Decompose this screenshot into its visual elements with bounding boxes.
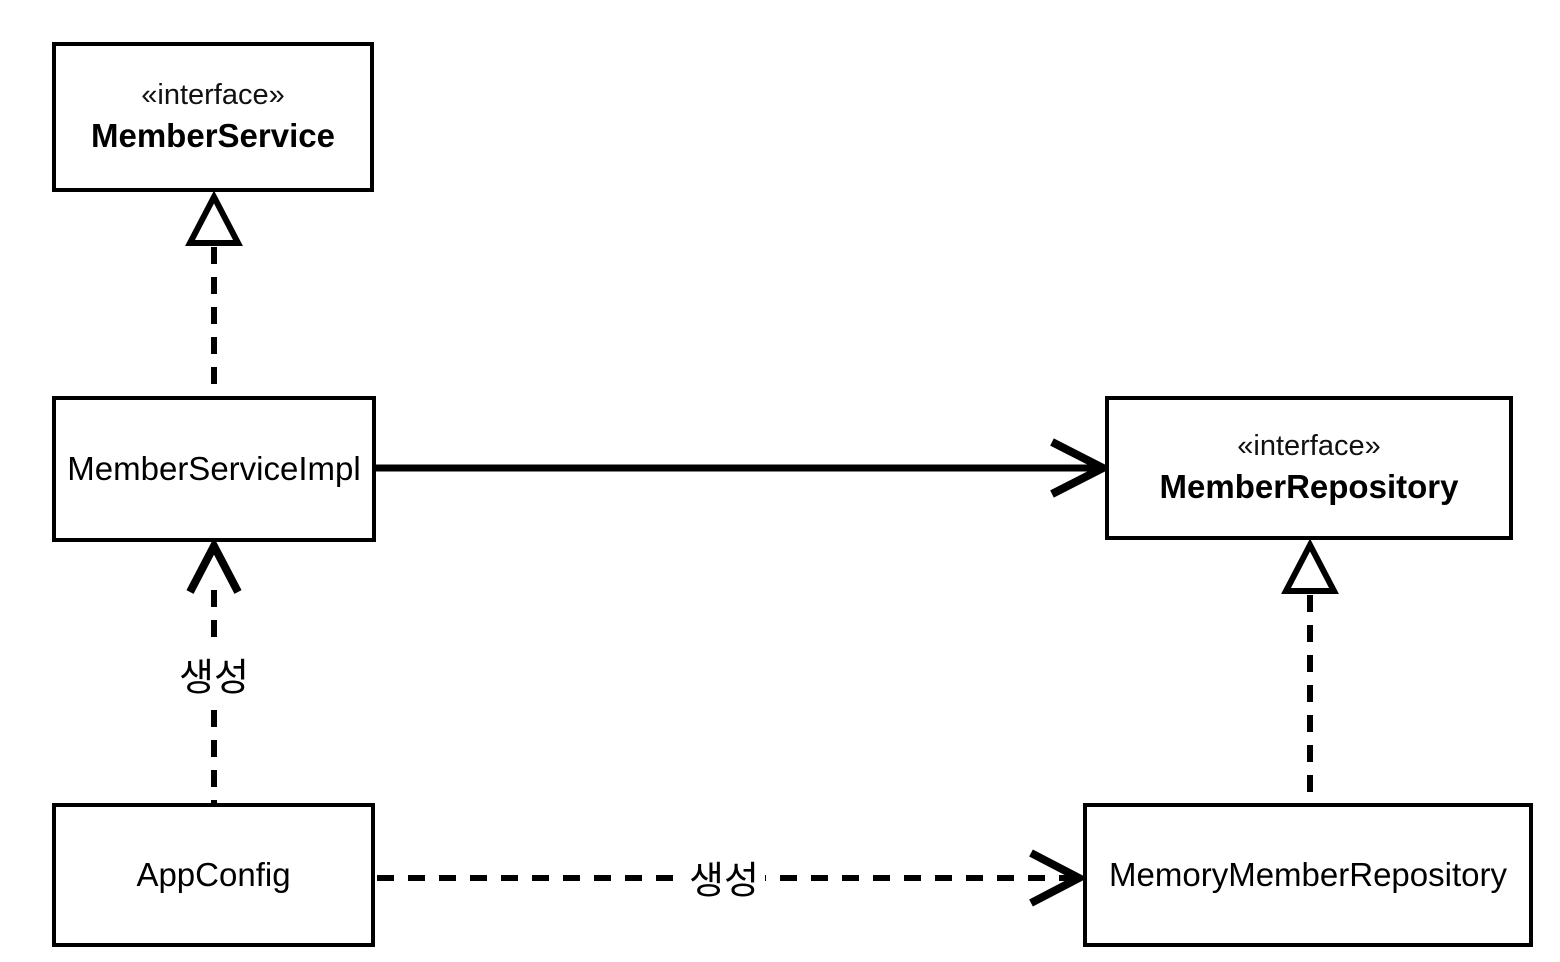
edge-association-impl-to-repository (376, 438, 1112, 498)
node-memory-member-repository: MemoryMemberRepository (1083, 803, 1533, 947)
node-app-config: AppConfig (52, 803, 375, 947)
edge-label-create-memory-repo: 생성 (683, 847, 765, 907)
node-member-service: «interface» MemberService (52, 42, 374, 192)
hollow-triangle-arrowhead (1281, 538, 1339, 594)
stereotype-label: «interface» (141, 78, 285, 111)
hollow-triangle-arrowhead (185, 190, 243, 246)
class-name: MemberService (91, 117, 335, 155)
edge-realization-impl-to-service (185, 190, 243, 398)
open-arrowhead (1029, 849, 1088, 907)
stereotype-label: «interface» (1237, 429, 1381, 462)
open-arrowhead (186, 537, 242, 594)
class-name: MemoryMemberRepository (1109, 855, 1507, 893)
node-member-service-impl: MemberServiceImpl (52, 396, 376, 542)
class-name: AppConfig (136, 855, 291, 893)
class-name: MemberServiceImpl (67, 449, 361, 487)
edge-realization-memory-repo-to-repository (1281, 538, 1339, 803)
node-member-repository: «interface» MemberRepository (1105, 396, 1513, 540)
open-arrowhead (1050, 438, 1112, 498)
class-name: MemberRepository (1159, 468, 1459, 506)
edge-label-create-impl: 생성 (173, 644, 255, 704)
